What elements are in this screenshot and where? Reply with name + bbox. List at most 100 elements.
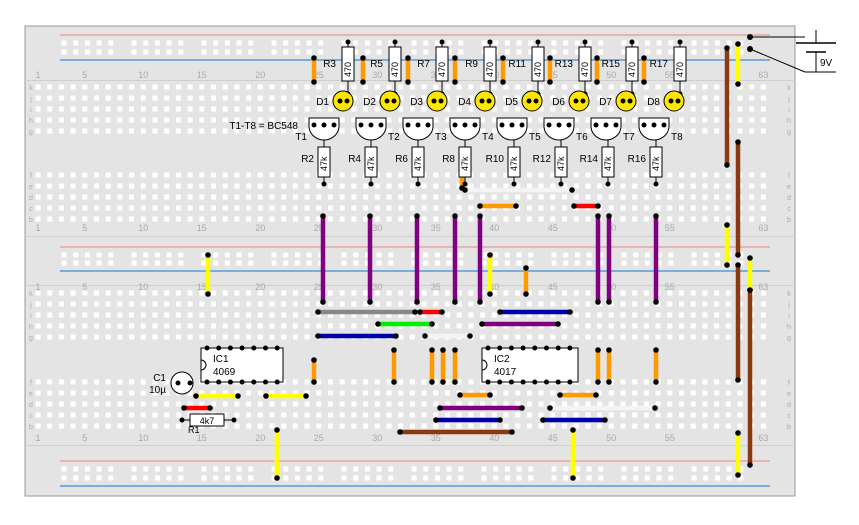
wire-end xyxy=(606,347,612,353)
rail-hole xyxy=(306,252,312,258)
hole xyxy=(105,301,111,307)
hole xyxy=(269,205,275,211)
hole xyxy=(421,194,427,200)
rail-hole xyxy=(598,260,604,266)
hole xyxy=(409,301,415,307)
wire-end xyxy=(735,252,741,258)
transistor-pin xyxy=(641,122,647,128)
hole xyxy=(679,379,684,385)
led-label: D8 xyxy=(647,97,660,108)
hole xyxy=(140,84,146,90)
hole xyxy=(164,84,170,90)
hole xyxy=(538,390,544,396)
hole xyxy=(35,423,41,429)
wire-end xyxy=(452,213,458,219)
hole xyxy=(140,390,146,396)
hole xyxy=(690,216,696,222)
ic-pin xyxy=(239,379,245,385)
rail-hole xyxy=(714,475,720,481)
hole xyxy=(328,412,333,418)
hole xyxy=(585,412,591,418)
hole xyxy=(620,205,626,211)
column-number: 25 xyxy=(314,70,324,80)
hole xyxy=(199,323,205,329)
hole xyxy=(655,401,661,407)
hole xyxy=(468,106,474,112)
rail-hole xyxy=(178,49,184,55)
hole xyxy=(187,216,193,222)
hole xyxy=(620,301,626,307)
hole xyxy=(222,172,228,178)
hole xyxy=(269,390,275,396)
wire-end xyxy=(303,393,309,399)
hole xyxy=(35,205,41,211)
column-number: 55 xyxy=(665,282,675,292)
hole xyxy=(433,172,439,178)
hole xyxy=(445,117,450,123)
hole xyxy=(550,106,556,112)
hole xyxy=(82,117,88,123)
rail-hole xyxy=(481,475,487,481)
hole xyxy=(515,423,521,429)
hole xyxy=(351,117,357,123)
hole xyxy=(445,106,450,112)
hole xyxy=(760,95,766,101)
rail-hole xyxy=(61,252,67,258)
hole xyxy=(187,106,193,112)
hole xyxy=(234,172,240,178)
hole xyxy=(550,216,556,222)
row-letter: f xyxy=(788,380,790,387)
hole xyxy=(140,205,146,211)
hole xyxy=(339,390,345,396)
hole xyxy=(58,128,64,134)
wire-end xyxy=(479,321,485,327)
hole xyxy=(304,379,310,385)
hole xyxy=(398,194,404,200)
led-pin xyxy=(533,98,539,104)
resistor-value: 470 xyxy=(390,62,400,77)
hole xyxy=(105,194,111,200)
hole xyxy=(328,323,333,329)
wire-end xyxy=(439,309,445,315)
hole xyxy=(152,194,158,200)
rail-hole xyxy=(668,475,674,481)
hole xyxy=(164,194,170,200)
hole xyxy=(175,290,181,296)
hole xyxy=(386,379,392,385)
hole xyxy=(35,301,41,307)
hole xyxy=(608,312,614,318)
hole xyxy=(117,117,123,123)
hole xyxy=(234,95,240,101)
transistor-body xyxy=(543,117,575,141)
hole xyxy=(35,401,41,407)
hole xyxy=(702,334,708,340)
rail-hole xyxy=(178,40,184,46)
hole xyxy=(491,84,497,90)
hole xyxy=(363,401,369,407)
rail-hole xyxy=(364,466,370,472)
hole xyxy=(269,401,275,407)
hole xyxy=(608,106,614,112)
hole xyxy=(140,194,146,200)
hole xyxy=(585,183,591,189)
rail-hole xyxy=(423,475,429,481)
hole xyxy=(632,301,638,307)
ic-pin xyxy=(555,379,561,385)
hole xyxy=(187,84,193,90)
resistor-value: 47k xyxy=(319,156,329,171)
wire-end xyxy=(652,405,658,411)
hole xyxy=(351,412,357,418)
rail-hole xyxy=(504,260,510,266)
hole xyxy=(620,290,626,296)
resistor-label: R5 xyxy=(370,59,383,70)
hole xyxy=(269,323,275,329)
hole xyxy=(597,106,603,112)
hole xyxy=(117,128,123,134)
hole xyxy=(526,334,532,340)
hole xyxy=(47,84,53,90)
resistor-end xyxy=(392,39,398,45)
wire-end xyxy=(360,79,366,85)
hole xyxy=(164,216,170,222)
hole xyxy=(175,172,181,178)
